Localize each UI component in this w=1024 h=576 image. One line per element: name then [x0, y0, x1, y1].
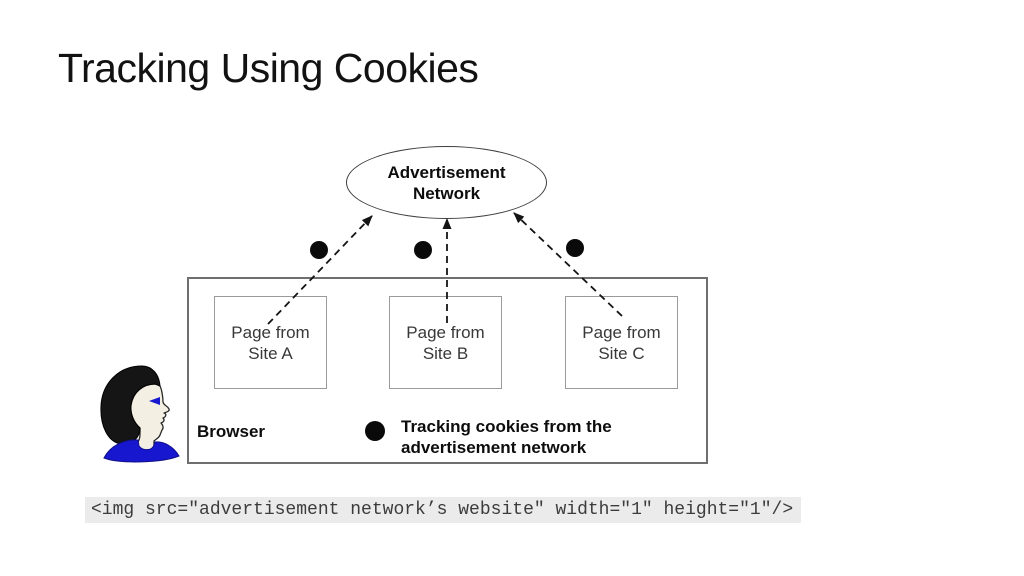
- cookie-dot-icon-b: [414, 241, 432, 259]
- hair-shape: [100, 365, 161, 445]
- cookie-dot-icon-c: [566, 239, 584, 257]
- page-site-c-box: Page from Site C: [565, 296, 678, 389]
- page-site-b-label-line2: Site B: [422, 343, 469, 363]
- page-site-b-box: Page from Site B: [389, 296, 502, 389]
- ad-network-label-line2: Network: [412, 183, 481, 203]
- page-site-c-label-line1: Page from: [582, 322, 661, 342]
- browser-label: Browser: [197, 422, 266, 441]
- legend-text: Tracking cookies from the advertisement …: [401, 416, 612, 458]
- user-face-icon: [100, 365, 180, 463]
- html-img-code-snippet: <img src="advertisement network’s websit…: [85, 497, 802, 523]
- eye-shape: [149, 397, 160, 405]
- legend-line2: advertisement network: [401, 438, 587, 457]
- slide-title: Tracking Using Cookies: [58, 45, 479, 91]
- face-skin-shape: [130, 383, 170, 452]
- collar-shape: [103, 439, 180, 463]
- page-site-a-label-line2: Site A: [248, 343, 293, 363]
- cookie-dot-icon-a: [310, 241, 328, 259]
- page-site-c-label-line2: Site C: [598, 343, 645, 363]
- ad-network-label-line1: Advertisement: [387, 162, 506, 182]
- page-site-a-label-line1: Page from: [231, 322, 310, 342]
- page-site-b-label-line1: Page from: [406, 322, 485, 342]
- legend-line1: Tracking cookies from the: [401, 417, 612, 436]
- ad-network-node: Advertisement Network: [346, 146, 547, 219]
- page-site-a-box: Page from Site A: [214, 296, 327, 389]
